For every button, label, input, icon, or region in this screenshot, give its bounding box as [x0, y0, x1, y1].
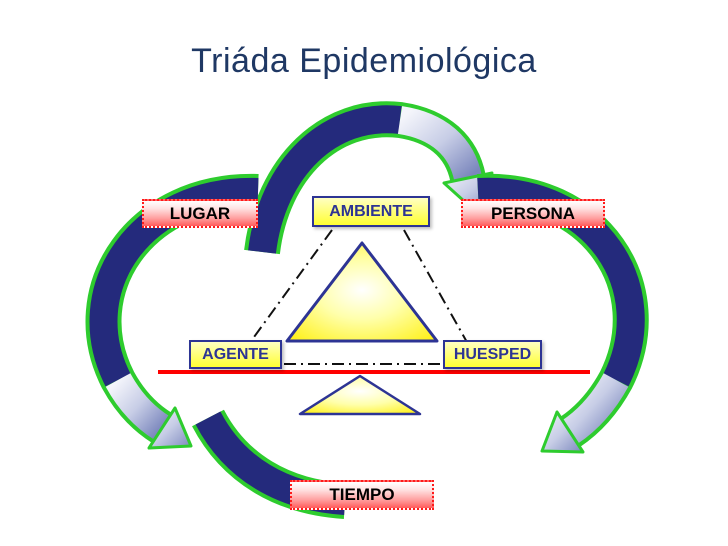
cycle-arrow-left-head	[147, 406, 193, 450]
label-box-tiempo: TIEMPO	[290, 480, 434, 510]
label-box-lugar: LUGAR	[142, 199, 258, 228]
cycle-arrow-right-body	[477, 177, 645, 387]
label-box-ambiente: AMBIENTE	[312, 196, 430, 227]
fulcrum-triangle	[298, 374, 422, 416]
lugar-label: LUGAR	[169, 203, 231, 223]
cycle-arrow-right	[477, 173, 649, 454]
huesped-label: HUESPED	[453, 345, 532, 363]
cycle-arrow-top-silver	[397, 106, 482, 182]
label-box-persona: PERSONA	[461, 199, 605, 228]
page-title: Triáda Epidemiológica	[191, 42, 537, 80]
cycle-arrow-left-body	[89, 177, 259, 387]
dashdot-line-ambiente-agente	[245, 229, 333, 349]
tiempo-label: TIEMPO	[329, 485, 395, 504]
cycle-arrow-left	[85, 173, 259, 450]
label-box-huesped: HUESPED	[443, 340, 542, 369]
agente-label: AGENTE	[202, 345, 269, 363]
triad-triangle	[285, 241, 439, 343]
persona-label: PERSONA	[490, 203, 576, 223]
cycle-arrow-top	[244, 101, 494, 255]
cycle-arrow-right-silver	[561, 373, 629, 444]
cycle-arrow-top-body	[248, 105, 402, 254]
cycle-arrow-left-silver	[105, 373, 170, 440]
cycle-arrow-right-head	[540, 410, 585, 454]
dashdot-line-ambiente-huesped	[403, 229, 469, 345]
label-box-agente: AGENTE	[189, 340, 282, 369]
ambiente-label: AMBIENTE	[329, 202, 413, 220]
